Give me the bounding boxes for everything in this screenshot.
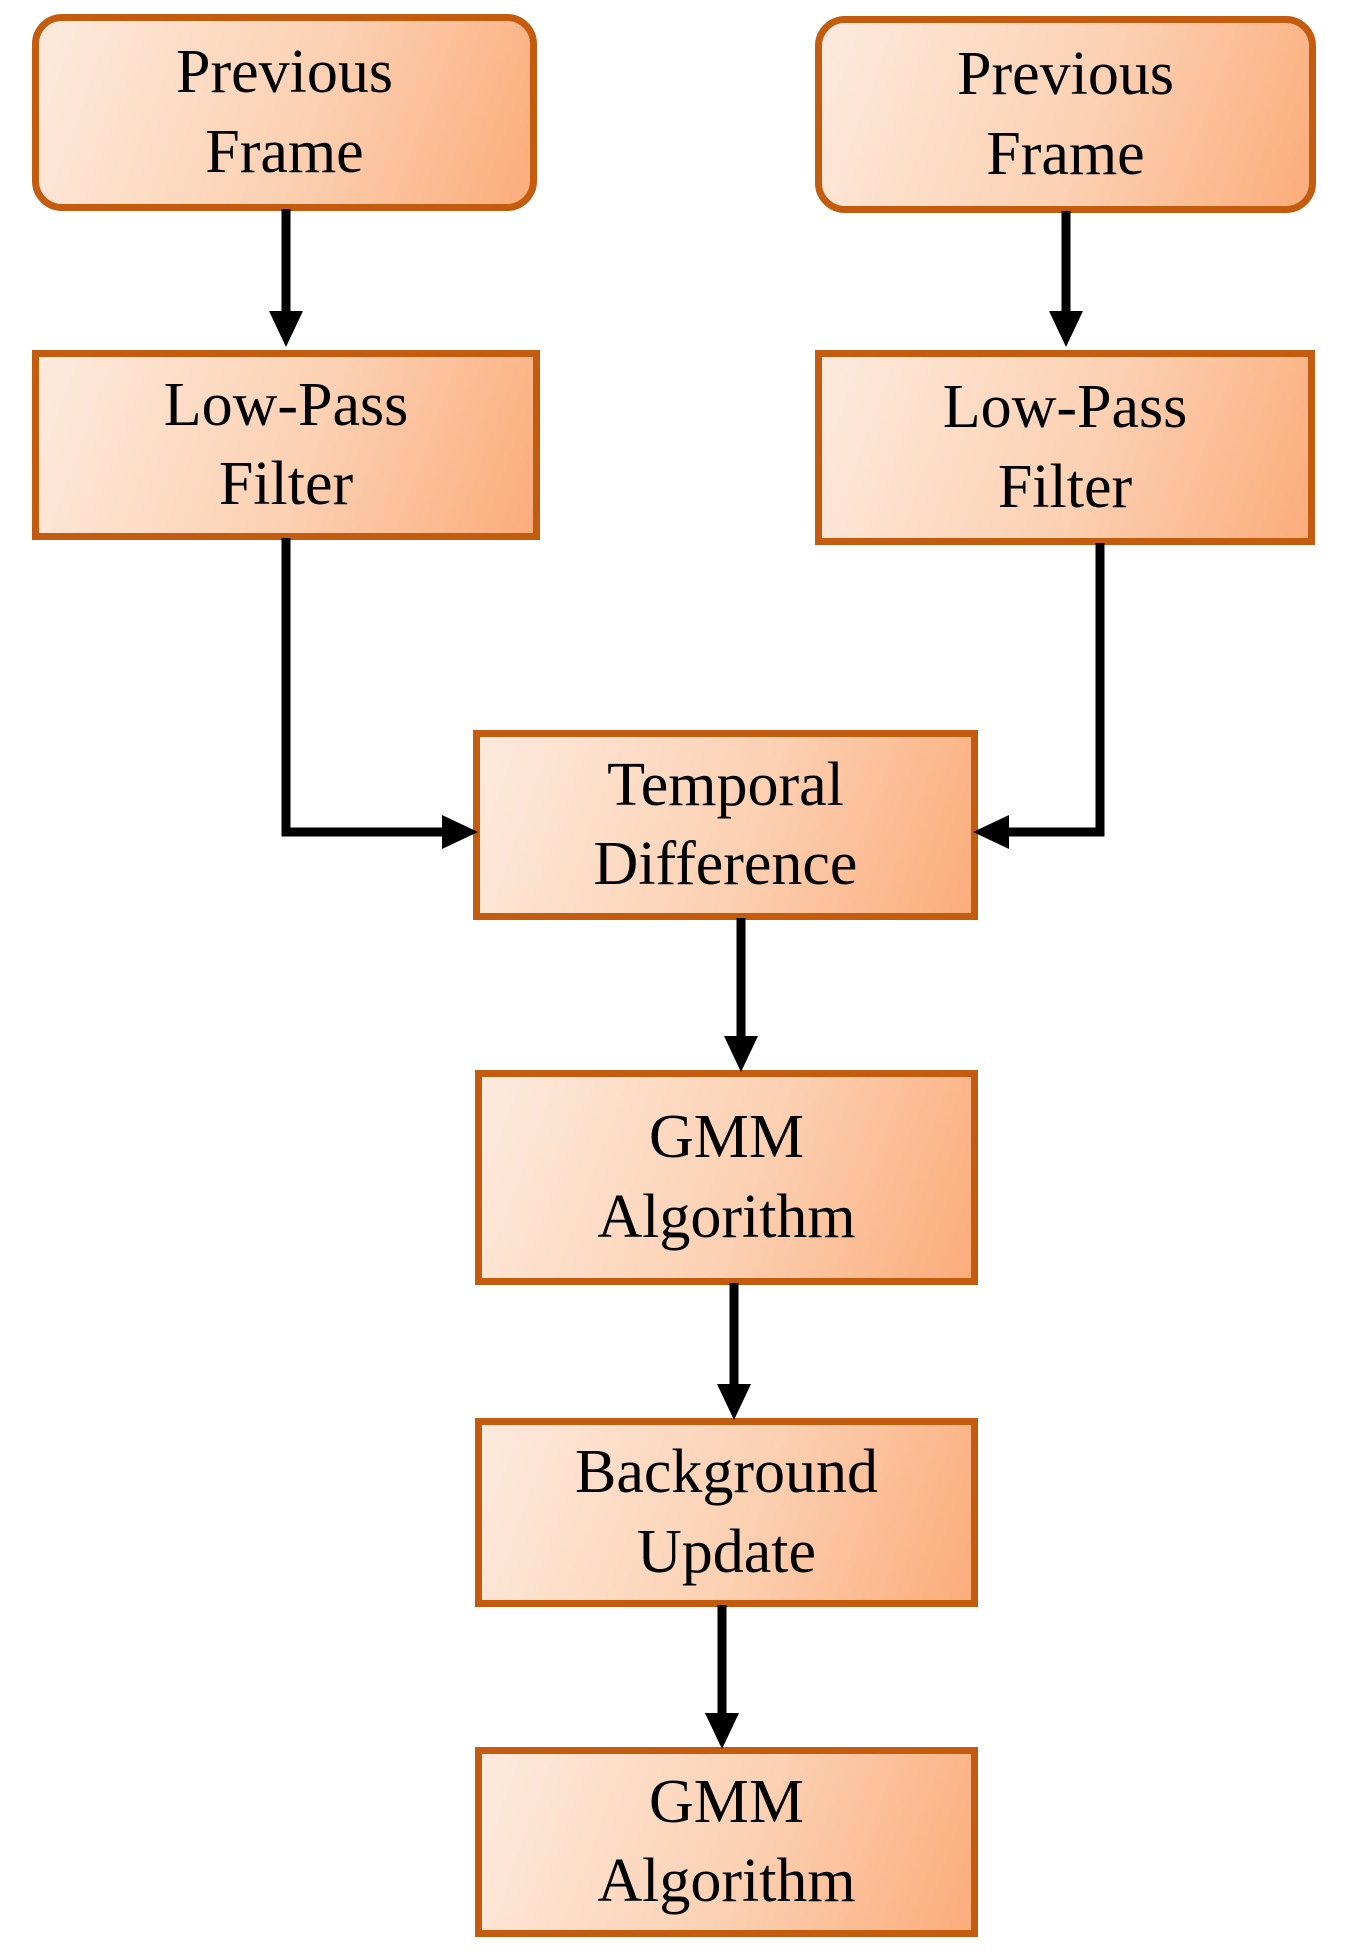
node-previous-frame-left: Previous Frame xyxy=(32,14,537,211)
node-label-line: Filter xyxy=(218,450,354,518)
node-label-line: Update xyxy=(636,1517,817,1586)
node-low-pass-filter-right: Low-Pass Filter xyxy=(815,350,1315,545)
node-label-line: GMM xyxy=(648,1767,805,1836)
node-label-line: Algorithm xyxy=(597,1847,856,1915)
node-label-line: Frame xyxy=(986,119,1145,188)
node-gmm-algorithm-top: GMM Algorithm xyxy=(475,1070,978,1285)
arrow-background-update-to-gmm-bottom xyxy=(705,1605,739,1749)
node-label-line: Temporal xyxy=(607,750,844,819)
node-label-line: Frame xyxy=(205,117,364,186)
arrow-previous-frame-right-to-low-pass-right xyxy=(1049,211,1083,347)
arrow-temporal-difference-to-gmm-top xyxy=(724,918,758,1072)
node-label-line: Difference xyxy=(593,830,858,898)
node-label-line: Previous xyxy=(957,40,1174,109)
node-label-line: Previous xyxy=(176,38,393,107)
node-temporal-difference: Temporal Difference xyxy=(473,730,978,920)
node-label-line: Background xyxy=(574,1438,879,1507)
node-previous-frame-right: Previous Frame xyxy=(815,16,1316,213)
node-label-line: Low-Pass xyxy=(163,370,409,439)
node-label-line: Filter xyxy=(997,452,1133,521)
arrow-low-pass-left-to-temporal-difference xyxy=(281,538,478,849)
node-gmm-algorithm-bottom: GMM Algorithm xyxy=(475,1747,978,1937)
node-background-update: Background Update xyxy=(475,1418,978,1607)
node-label-line: Algorithm xyxy=(597,1182,856,1251)
arrow-previous-frame-left-to-low-pass-left xyxy=(269,209,303,347)
node-label-line: GMM xyxy=(648,1103,805,1172)
arrow-low-pass-right-to-temporal-difference xyxy=(973,543,1105,849)
arrow-gmm-top-to-background-update xyxy=(717,1283,751,1420)
node-label-line: Low-Pass xyxy=(942,373,1188,442)
node-low-pass-filter-left: Low-Pass Filter xyxy=(32,350,540,540)
